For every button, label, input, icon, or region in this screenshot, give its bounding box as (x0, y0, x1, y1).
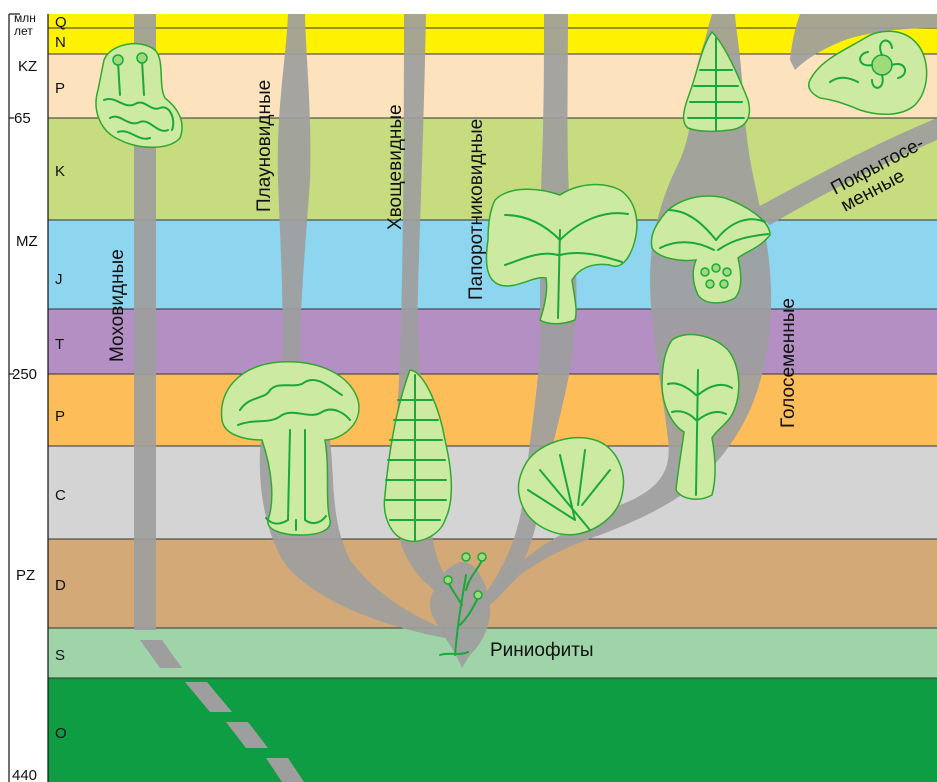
axis-unit-line2: лет (14, 24, 33, 38)
label-rhyniophytes: Риниофиты (490, 640, 594, 661)
label-gymnosperms: Голосеменные (778, 298, 799, 428)
period-label-P-paleogene: P (55, 80, 65, 97)
period-label-N: N (55, 34, 66, 51)
era-mz: MZ (16, 233, 38, 250)
period-label-P-permian: P (55, 408, 65, 425)
band-O (48, 678, 937, 782)
tick-250: 250 (12, 366, 37, 383)
label-lycopods: Плауновидные (254, 80, 275, 212)
period-label-T: T (55, 336, 64, 353)
band-C (48, 446, 937, 539)
band-P-paleogene (48, 54, 937, 118)
period-label-C: C (55, 487, 66, 504)
era-kz: KZ (18, 58, 37, 75)
period-label-Q: Q (55, 14, 67, 31)
label-ferns: Папоротниковидные (466, 119, 487, 300)
tick-440: 440 (12, 767, 37, 782)
band-P-permian (48, 374, 937, 446)
label-horsetails: Хвощевидные (385, 104, 406, 230)
band-T (48, 309, 937, 374)
period-label-K: K (55, 163, 65, 180)
period-label-D: D (55, 577, 66, 594)
period-label-S: S (55, 647, 65, 664)
tick-65: 65 (14, 110, 31, 127)
axis-unit-line1: млн (14, 11, 36, 25)
label-mosses: Моховидные (107, 249, 128, 362)
period-label-O: O (55, 725, 67, 742)
era-pz: PZ (16, 567, 35, 584)
period-label-J: J (55, 271, 63, 288)
time-axis: млн лет 65 250 440 KZ MZ PZ (0, 0, 48, 782)
